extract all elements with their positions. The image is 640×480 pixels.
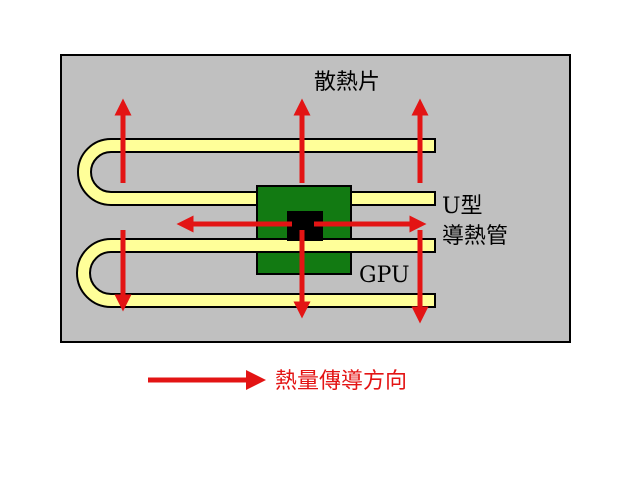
heat-sink-label: 散熱片 (314, 70, 380, 95)
upper-heat-pipe (77, 138, 436, 206)
heat-flow-arrows (114, 98, 429, 324)
legend-label: 熱量傳導方向 (275, 369, 407, 394)
gpu-label: GPU (359, 263, 410, 288)
heat-pipe-label-line2: 導熱管 (442, 224, 508, 249)
lower-heat-pipe (76, 238, 436, 308)
heat-pipe-label-line1: U型 (442, 194, 483, 219)
